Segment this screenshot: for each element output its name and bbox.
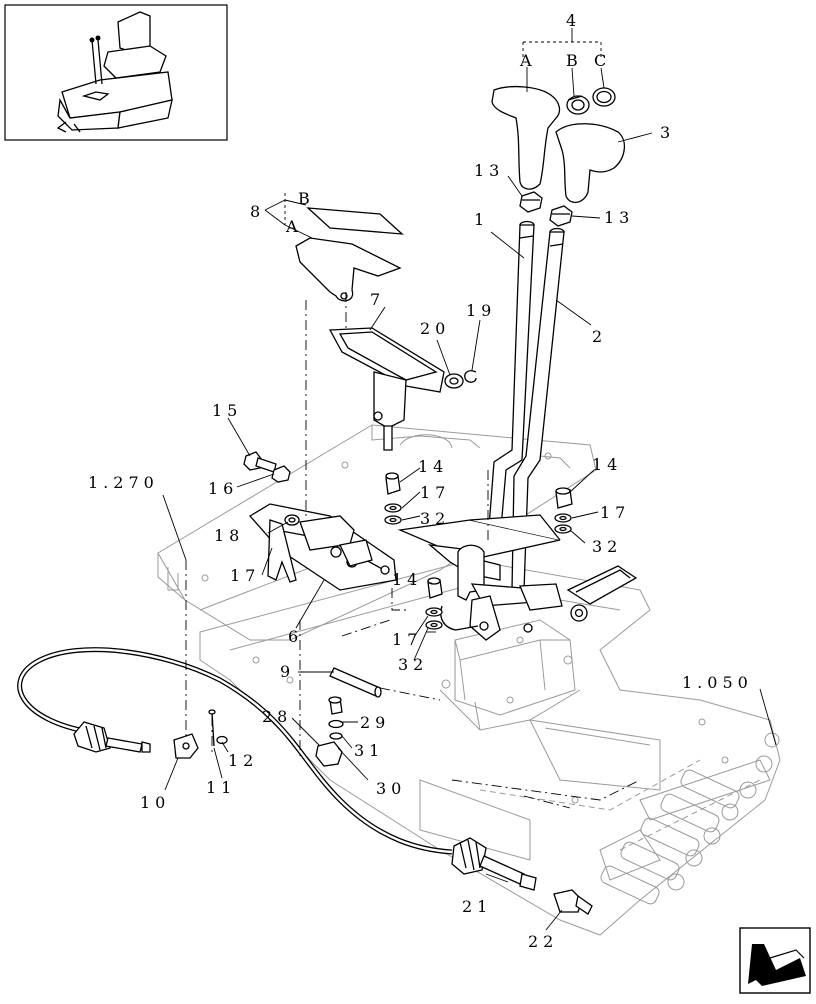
callout-labels: 4 A B C 3 13 13 1 2 8 B A 7 20 19 15 16 … (88, 11, 753, 951)
callout-1: 1 (474, 210, 489, 229)
callout-13-left: 13 (474, 161, 504, 180)
pin-9[interactable] (329, 667, 382, 698)
plate-8a[interactable] (295, 237, 402, 302)
joint-28[interactable] (315, 741, 343, 767)
assembly-centerlines (185, 41, 641, 809)
bracket-6[interactable] (248, 503, 397, 591)
callout-17-a: 17 (420, 483, 450, 502)
callout-17-d: 17 (392, 630, 422, 649)
callout-19: 19 (466, 301, 496, 320)
nut-left[interactable] (519, 191, 543, 213)
ghost-valve-cylinders (600, 732, 780, 905)
callout-4c: C (594, 51, 611, 70)
control-cable[interactable] (17, 647, 537, 891)
lever-mount-assembly[interactable] (397, 514, 638, 641)
callout-7: 7 (370, 290, 385, 309)
callout-31: 31 (354, 741, 384, 760)
clevis-10[interactable] (173, 733, 199, 759)
callout-18: 18 (214, 526, 244, 545)
callout-2: 2 (592, 327, 607, 346)
callout-8: 8 (250, 202, 265, 221)
cable-end-22[interactable] (553, 889, 593, 915)
washer-20[interactable] (444, 373, 464, 389)
grip-bushing-c[interactable] (592, 87, 616, 107)
locator-thumbnail-icon[interactable] (4, 4, 228, 141)
callout-4b: B (566, 51, 583, 70)
grip-bushing-b[interactable] (566, 95, 590, 115)
pin-18[interactable] (284, 514, 300, 526)
clip-19[interactable] (464, 370, 477, 383)
callout-9: 9 (280, 662, 295, 681)
callout-4: 4 (566, 11, 581, 30)
callout-32-b: 32 (592, 537, 622, 556)
callout-22: 22 (528, 932, 558, 951)
callout-10: 10 (140, 793, 170, 812)
nut-right[interactable] (549, 205, 573, 227)
callout-6: 6 (288, 627, 303, 646)
callout-3: 3 (660, 123, 675, 142)
callout-13-right: 13 (604, 208, 634, 227)
bolt-29[interactable] (328, 696, 344, 740)
callout-20: 20 (420, 319, 450, 338)
callout-14-b: 14 (592, 455, 622, 474)
pedal-plate[interactable] (328, 327, 445, 451)
nut-16[interactable] (271, 465, 291, 483)
callout-29: 29 (360, 713, 390, 732)
bolt-14-c[interactable] (425, 577, 443, 630)
next-page-arrow-icon[interactable] (739, 927, 811, 994)
plate-8b[interactable] (306, 207, 404, 235)
callout-4a: A (519, 51, 537, 70)
ghost-control-box (439, 619, 581, 731)
callout-30: 30 (376, 779, 406, 798)
callout-12: 12 (228, 751, 258, 770)
grip-right[interactable] (555, 123, 625, 203)
callout-11: 11 (206, 778, 236, 797)
bolt-14-b[interactable] (554, 487, 573, 534)
callout-32-a: 32 (420, 509, 450, 528)
pin-12[interactable] (216, 735, 228, 745)
callout-15: 15 (212, 401, 242, 420)
callout-28: 28 (262, 707, 292, 726)
callout-1-050: 1.050 (682, 673, 753, 692)
grip-left[interactable] (491, 85, 561, 190)
callout-17-b: 17 (600, 503, 630, 522)
bolt-14-a[interactable] (384, 472, 402, 525)
callout-8a: A (285, 217, 303, 236)
callout-21: 21 (462, 897, 492, 916)
bolt-15[interactable] (243, 451, 277, 473)
callout-17-c: 17 (230, 566, 260, 585)
callout-14-c: 14 (392, 570, 422, 589)
callout-8b: B (298, 189, 315, 208)
callout-16: 16 (208, 479, 238, 498)
leader-lines (162, 28, 777, 931)
callout-14-a: 14 (418, 457, 448, 476)
callout-1-270: 1.270 (88, 473, 159, 492)
callout-32-c: 32 (398, 655, 428, 674)
